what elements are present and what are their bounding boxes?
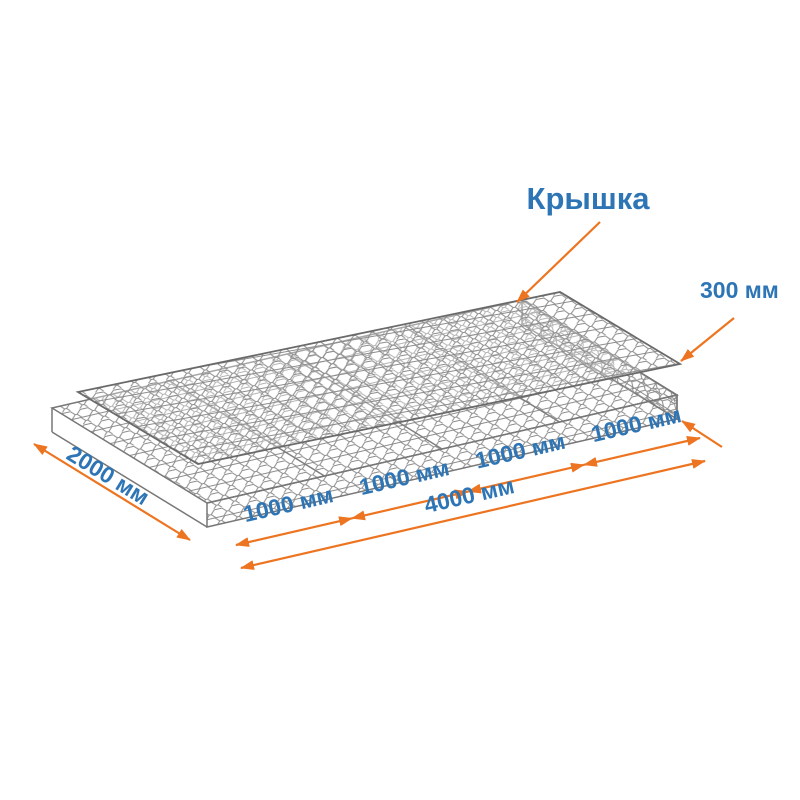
- height-dimension-label: 300 мм: [700, 277, 779, 303]
- width-dimension-line: [33, 443, 191, 541]
- mattress-lid: [75, 291, 683, 465]
- lid-label: Крышка: [527, 181, 651, 216]
- height-arrow-top: [680, 317, 735, 362]
- height-arrow-bottom: [681, 420, 723, 448]
- lid-edge: [75, 291, 683, 465]
- gabion-mattress: [50, 291, 683, 528]
- total-length-line: [240, 459, 706, 570]
- lid-callout-arrow: [516, 221, 601, 303]
- lid-mesh: [78, 292, 680, 464]
